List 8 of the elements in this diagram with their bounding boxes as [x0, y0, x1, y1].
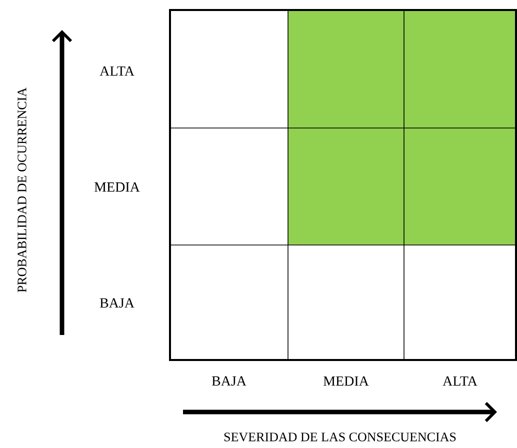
row-label: ALTA [100, 66, 134, 76]
axis-title: SEVERIDAD DE LAS CONSECUENCIAS [224, 432, 456, 442]
column-label: BAJA [212, 376, 246, 386]
row-label: MEDIA [94, 182, 140, 192]
axis-title: PROBABILIDAD DE OCURRENCIA [18, 88, 26, 292]
row-label: BAJA [100, 298, 134, 308]
column-label: ALTA [442, 376, 478, 386]
column-label: MEDIA [323, 376, 369, 386]
